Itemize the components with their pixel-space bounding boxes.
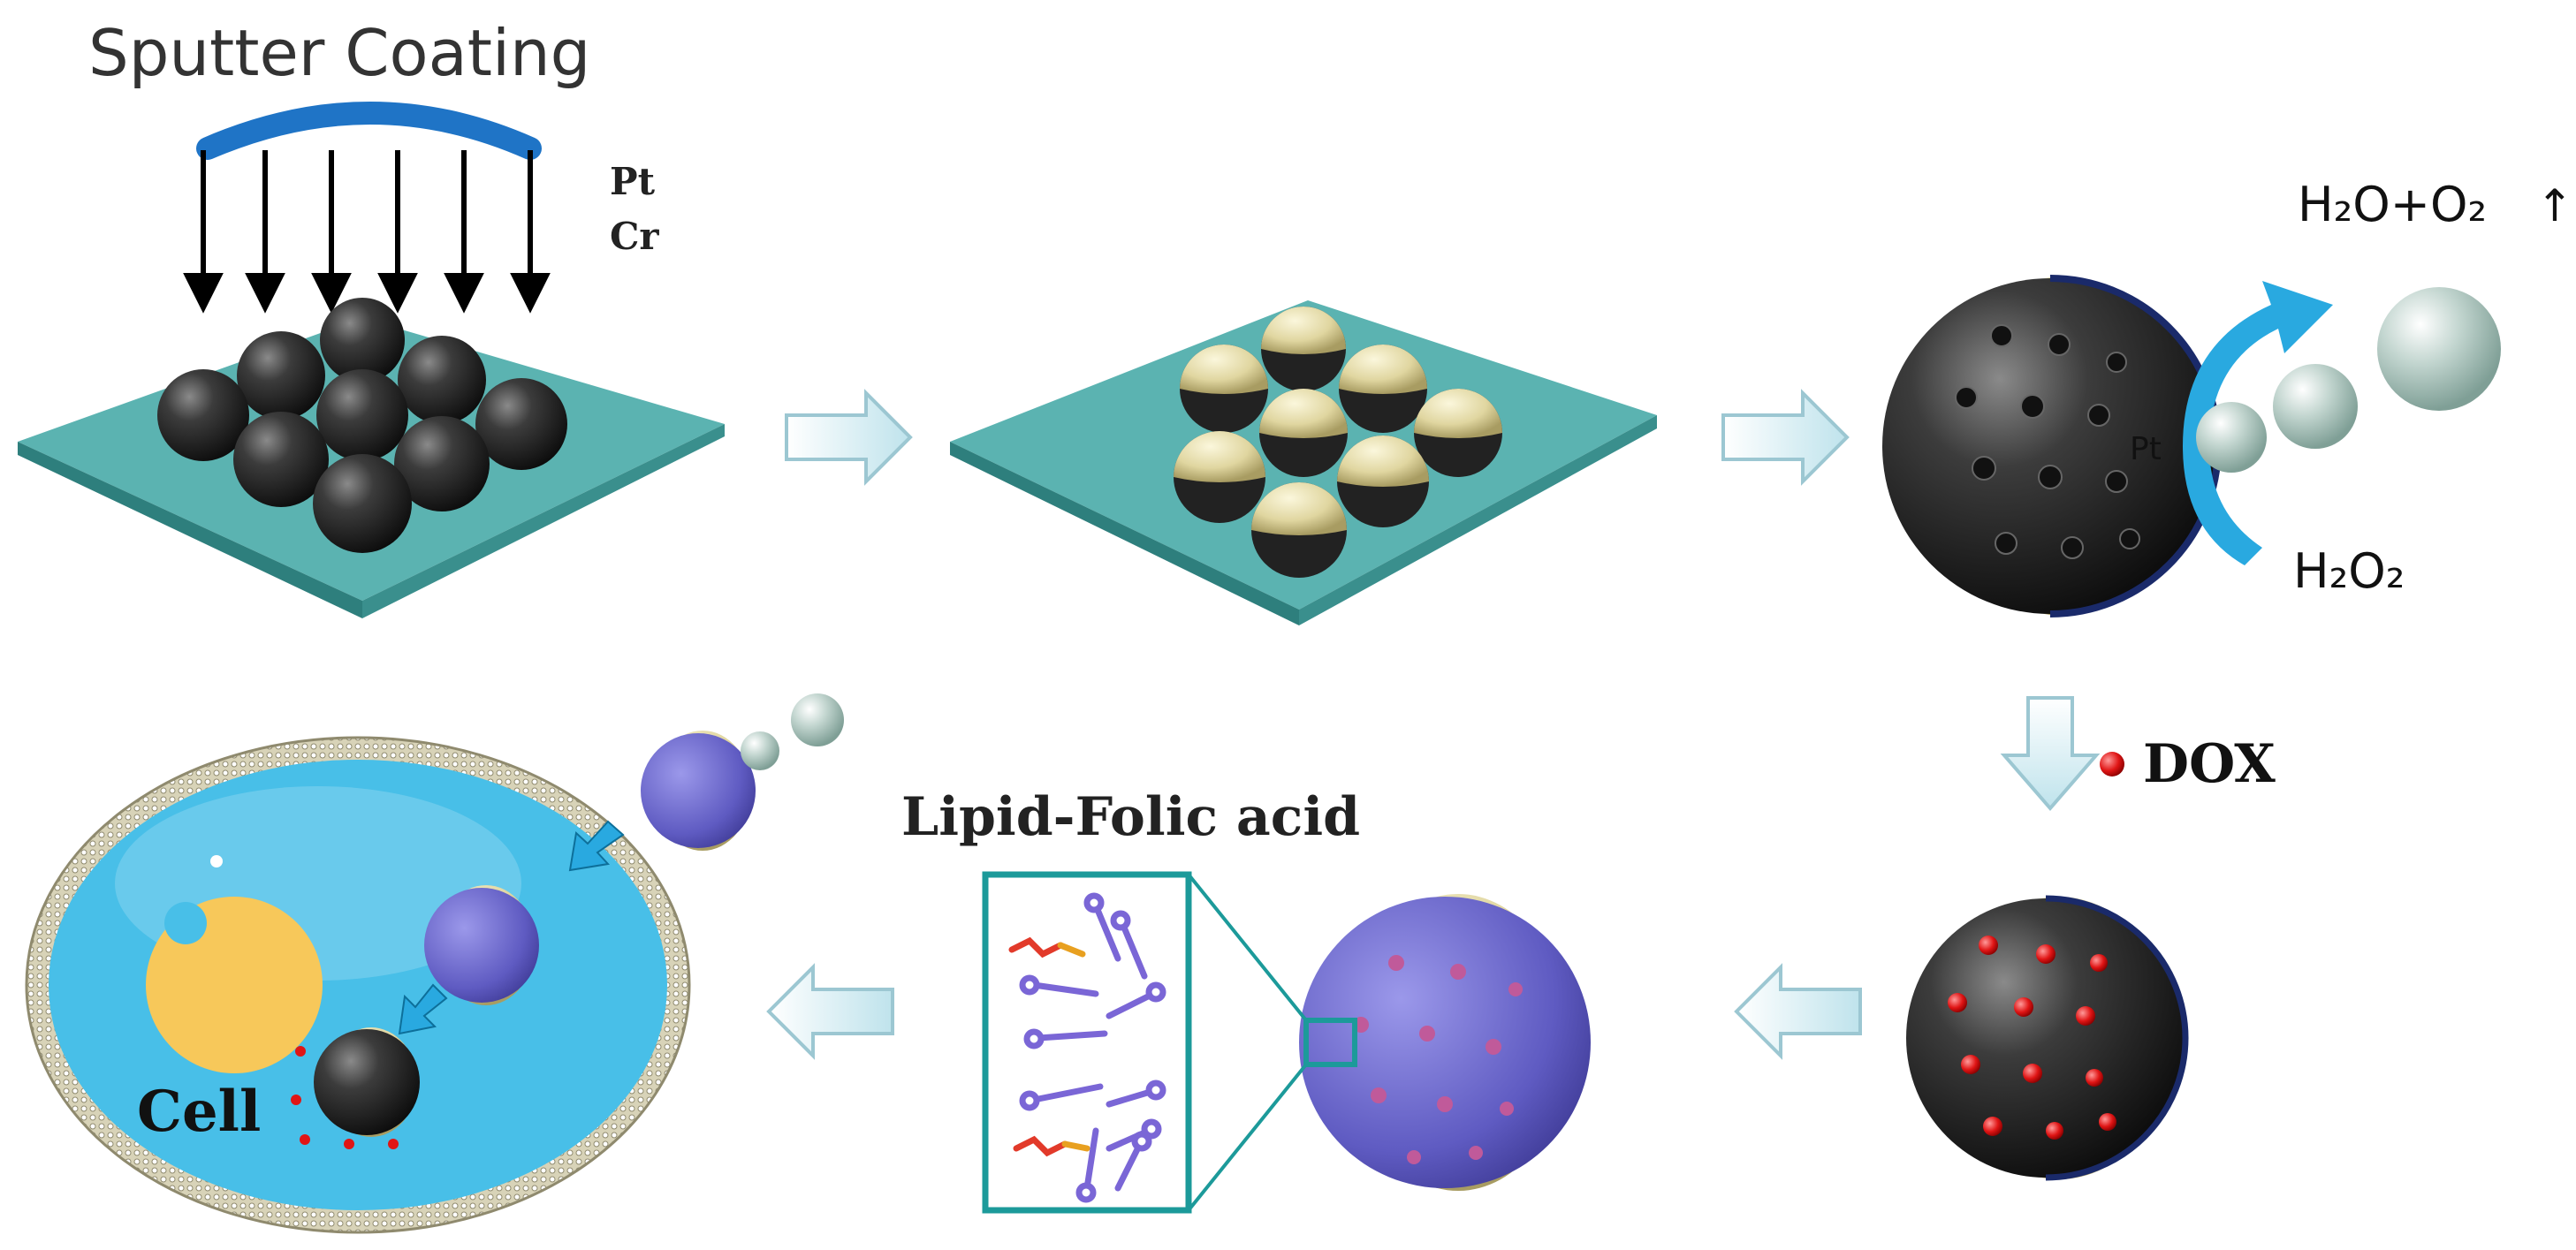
metal-label-pt: Pt	[610, 160, 656, 203]
entry-arrow	[568, 820, 625, 872]
trail-bubble-1	[741, 731, 779, 770]
coated-motor-entering	[424, 888, 539, 1003]
dox-loaded-pores	[1948, 936, 2116, 1140]
encapsulated-dox	[1353, 955, 1523, 1164]
deposition-arrows	[183, 150, 551, 314]
trail-bubble-2	[791, 693, 844, 746]
jet-arrow-out	[2183, 281, 2333, 446]
lipid-molecules	[1008, 892, 1166, 1203]
coated-panel	[950, 300, 1657, 625]
released-dox	[291, 1046, 399, 1149]
process-arrow-1	[785, 389, 913, 486]
drug-loaded-sphere	[1906, 898, 2185, 1178]
cell-panel: Cell	[25, 736, 691, 1234]
dox-dot	[2100, 752, 2124, 777]
process-arrow-5	[766, 963, 894, 1060]
cell-label: Cell	[137, 1079, 261, 1145]
sphere-pores	[1955, 324, 2140, 559]
oxygen-bubble-small	[2196, 402, 2267, 473]
metal-label-cr: Cr	[610, 215, 659, 258]
uncoated-spheres	[157, 298, 567, 553]
oxygen-bubble-medium	[2273, 364, 2358, 449]
released-motor	[314, 1029, 420, 1135]
cell-cytoplasm	[49, 760, 667, 1210]
process-arrow-2	[1721, 389, 1850, 486]
oxygen-bubble-large	[2377, 287, 2501, 411]
process-arrow-4	[1734, 963, 1862, 1060]
lipid-coated-panel: Lipid-Folic acid	[901, 786, 1591, 1214]
approaching-motor	[641, 693, 844, 851]
process-arrow-3	[2000, 696, 2101, 812]
zoom-region	[1303, 1018, 1357, 1067]
jet-arrow-in	[2183, 446, 2262, 565]
lipid-zoom-box	[982, 871, 1192, 1214]
lipid-coated-sphere	[1299, 897, 1591, 1188]
pt-cap-label: Pt	[2130, 431, 2162, 467]
dox-label: DOX	[2143, 733, 2276, 795]
micromotor-panel: Pt H₂O+O₂ ↑ H₂O₂	[1882, 177, 2573, 617]
sputter-panel: Sputter Coating Pt Cr	[18, 16, 725, 618]
sparkle	[210, 855, 223, 867]
fuel-label: H₂O₂	[2293, 543, 2405, 599]
sputter-coating-title: Sputter Coating	[88, 16, 590, 90]
drug-loaded-panel	[1906, 895, 2189, 1181]
products-label: H₂O+O₂	[2298, 177, 2487, 232]
coating-label: Lipid-Folic acid	[901, 786, 1360, 848]
internalization-arrow	[398, 983, 448, 1035]
gas-evolution-arrow: ↑	[2536, 180, 2573, 231]
janus-spheres	[1174, 307, 1502, 578]
sputter-source-icon	[196, 102, 542, 160]
